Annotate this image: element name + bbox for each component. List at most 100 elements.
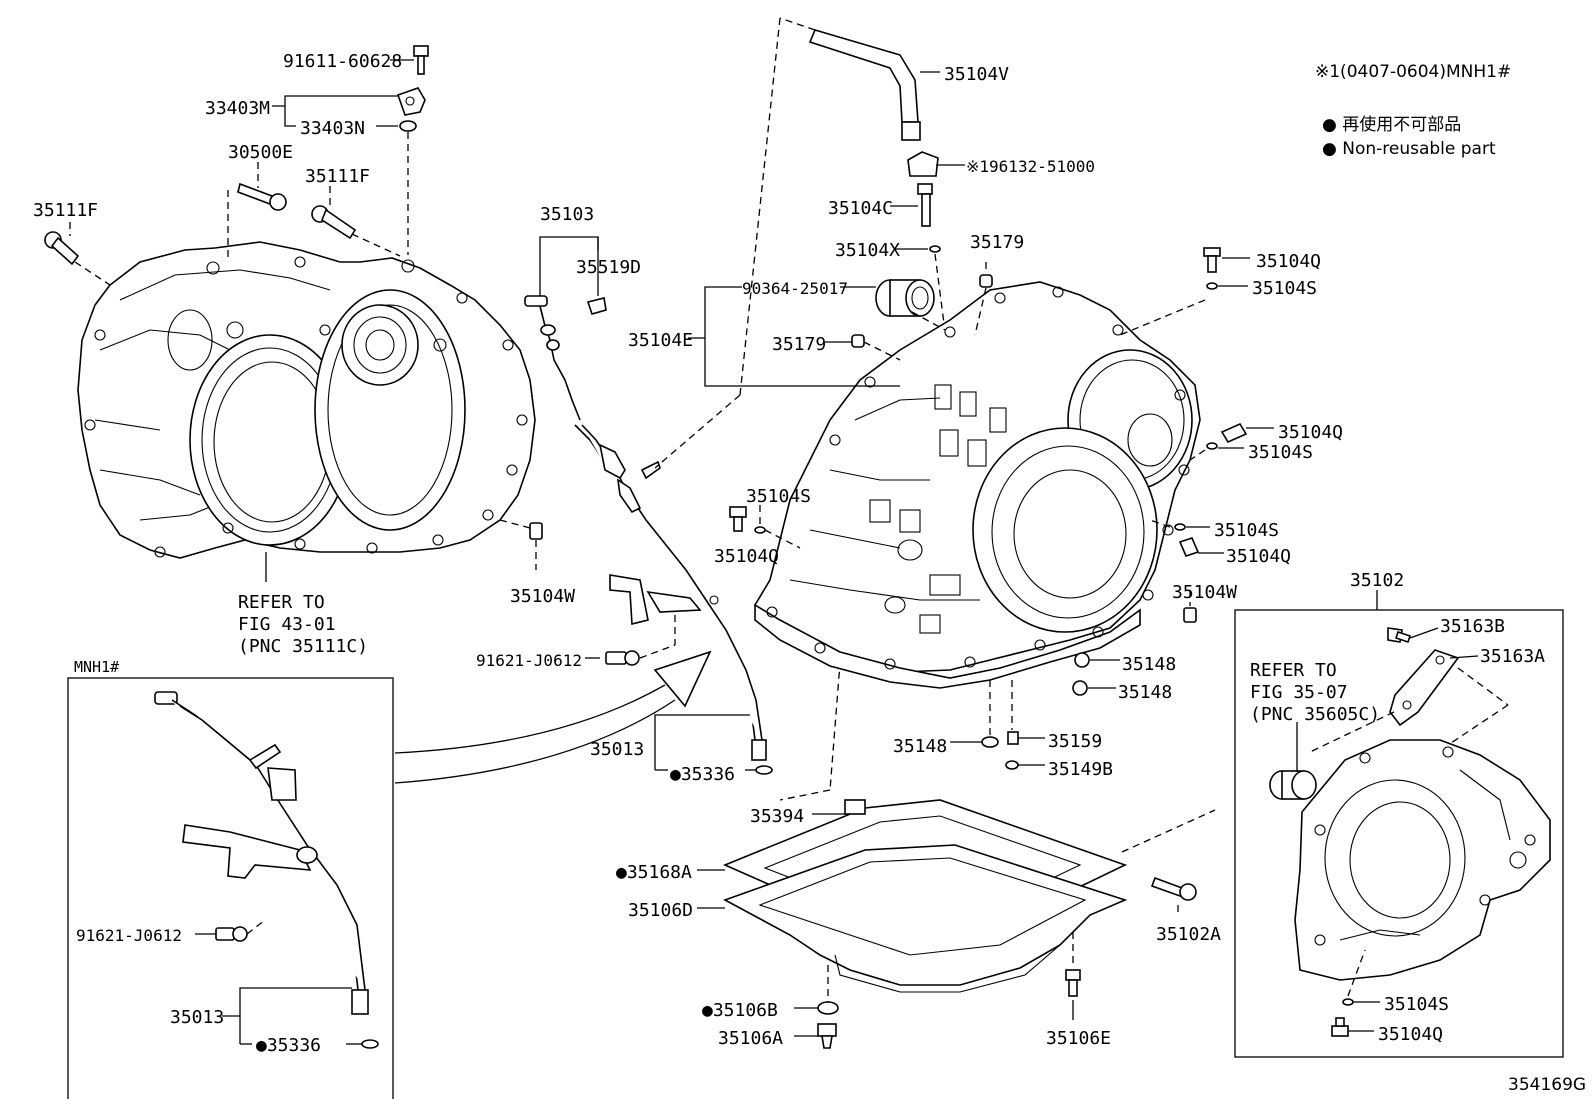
heat-shield-drawing [1389, 649, 1460, 727]
refer-right-line-3: (PNC 35605C) [1250, 704, 1380, 725]
o-ring-icon [399, 120, 417, 132]
refer-right-line-1: REFER TO [1250, 660, 1337, 681]
label-90364-25017: 90364-25017 [742, 279, 848, 298]
label-196132-51000: ※196132-51000 [966, 157, 1095, 176]
label-91611-60628: 91611-60628 [283, 51, 402, 72]
refer-right-line-2: FIG 35-07 [1250, 682, 1348, 703]
label-35013-main: 35013 [590, 739, 644, 760]
refer-left-line-2: FIG 43-01 [238, 614, 336, 635]
label-35179-top: 35179 [970, 232, 1024, 253]
refer-left-line-1: REFER TO [238, 592, 325, 613]
label-35104S-2: 35104S [1248, 442, 1313, 463]
label-35104Q-5: 35104Q [1378, 1024, 1443, 1045]
label-35519D: 35519D [576, 257, 641, 278]
label-35106B: ●35106B [702, 1000, 778, 1021]
label-35148-2: 35148 [1118, 682, 1172, 703]
label-35149B: 35149B [1048, 759, 1113, 780]
label-33403M: 33403M [205, 98, 270, 119]
pin-icon [529, 522, 543, 540]
label-35106A: 35106A [718, 1028, 783, 1049]
bolt-icon [413, 45, 429, 75]
inset-dipstick-drawing [154, 691, 369, 1015]
arrow-icon [394, 650, 712, 784]
magnet-icon [844, 799, 866, 815]
o-ring-icon [1342, 998, 1354, 1006]
o-ring-icon [1005, 760, 1019, 770]
label-35179-mid: 35179 [772, 334, 826, 355]
label-35336-inset: ●35336 [256, 1035, 321, 1056]
label-35104S-3: 35104S [746, 486, 811, 507]
label-35102: 35102 [1350, 570, 1404, 591]
nut-icon [1072, 680, 1088, 696]
transaxle-housing-drawing [77, 241, 536, 559]
label-91621-J0612-main: 91621-J0612 [476, 651, 582, 670]
bolt-icon [1203, 247, 1221, 273]
oil-pan-drawing [723, 844, 1128, 993]
refer-left-line-3: (PNC 35111C) [238, 636, 368, 657]
label-30500E: 30500E [228, 142, 293, 163]
filler-tube-drawing [808, 29, 921, 141]
legend-line-1: ● 再使用不可部品 [1322, 114, 1461, 135]
label-35102A: 35102A [1156, 924, 1221, 945]
o-ring-icon [1206, 282, 1218, 290]
label-35111F-right: 35111F [305, 166, 370, 187]
bolt-icon [1150, 876, 1197, 901]
o-ring-icon [755, 765, 773, 775]
o-ring-icon [1174, 523, 1186, 531]
pin-icon [1183, 607, 1197, 623]
legend-line-2: ● Non-reusable part [1322, 139, 1496, 159]
label-35148-3: 35148 [893, 736, 947, 757]
nut-icon [1074, 652, 1090, 668]
bolt-icon [1387, 627, 1412, 644]
drain-plug-icon [817, 1023, 837, 1049]
label-35103: 35103 [540, 204, 594, 225]
label-35104V: 35104V [944, 64, 1009, 85]
bolt-icon [44, 231, 80, 266]
bolt-icon [605, 650, 640, 666]
label-35104Q-4: 35104Q [1226, 546, 1291, 567]
bushing-icon [1269, 770, 1317, 800]
o-ring-icon [361, 1039, 379, 1049]
label-35104Q-3: 35104Q [714, 546, 779, 567]
label-35168A: ●35168A [616, 862, 692, 883]
pin-icon [1007, 731, 1019, 745]
bolt-icon [215, 926, 248, 942]
bolt-icon [1178, 537, 1200, 557]
label-33403N: 33403N [300, 118, 365, 139]
label-91621-J0612-inset: 91621-J0612 [76, 926, 182, 945]
bolt-icon [1331, 1017, 1349, 1037]
header-note: ※1(0407-0604)MNH1# [1315, 62, 1511, 82]
label-35104S-5: 35104S [1384, 994, 1449, 1015]
plug-icon [979, 274, 993, 288]
o-ring-icon [929, 245, 941, 253]
label-35148-1: 35148 [1122, 654, 1176, 675]
label-35336-main: ●35336 [670, 764, 735, 785]
gasket-ring-icon [817, 1001, 839, 1015]
washer-icon [981, 736, 999, 748]
label-35104W-left: 35104W [510, 586, 575, 607]
refer-box [1234, 609, 1564, 1058]
label-35104Q-2: 35104Q [1278, 422, 1343, 443]
inset-label: MNH1# [74, 658, 119, 676]
label-35104W-right: 35104W [1172, 582, 1237, 603]
plug-icon [851, 334, 865, 348]
clip-icon [586, 297, 607, 315]
inset-box [67, 677, 394, 1099]
bolt-icon [237, 182, 287, 211]
bushing-icon [875, 279, 935, 317]
label-35104E: 35104E [628, 330, 693, 351]
label-35104C: 35104C [828, 198, 893, 219]
label-35013-inset: 35013 [170, 1007, 224, 1028]
label-35104S-1: 35104S [1252, 278, 1317, 299]
label-35163B: 35163B [1440, 616, 1505, 637]
label-35163A: 35163A [1480, 646, 1545, 667]
label-35159: 35159 [1048, 731, 1102, 752]
bolt-icon [1220, 422, 1248, 444]
label-35111F-left: 35111F [33, 200, 98, 221]
o-ring-icon [754, 526, 766, 534]
label-35104X: 35104X [835, 240, 900, 261]
bolt-icon [1065, 969, 1081, 997]
cap-icon [907, 151, 939, 177]
dipstick-drawing [524, 295, 767, 761]
